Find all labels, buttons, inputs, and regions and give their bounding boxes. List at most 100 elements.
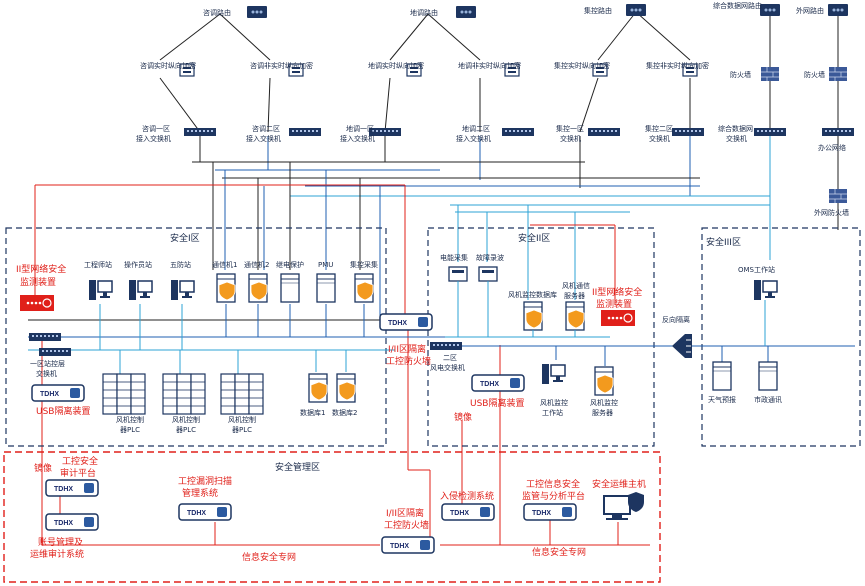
plc-rack-icon[interactable] [102,373,118,415]
server-icon[interactable] [316,273,336,303]
fault-recorder-icon[interactable] [478,266,498,282]
sw-central2-label-b: 交换机 [649,134,670,143]
plc-rack-icon[interactable] [190,373,206,415]
plc-rack-icon[interactable] [176,373,192,415]
ids-label: 入侵检测系统 [440,490,494,502]
workstation-icon[interactable] [170,279,195,301]
plc-rack-icon[interactable] [248,373,264,415]
ws-comm1-label: 通信机1 [212,260,237,269]
workstation-icon[interactable] [128,279,153,301]
z2-usb-label: USB隔离装置 [470,397,524,409]
enc-dispatch-nrt-label: 地调非实时纵向加密 [458,61,521,70]
plc-rack-icon[interactable] [234,373,250,415]
info-platform-label-a: 工控信息安全 [526,478,580,490]
wind-monitor-server-icon[interactable] [594,366,614,396]
sw-consult1-label-a: 咨调一区 [142,124,170,133]
switch-icon[interactable] [29,333,61,341]
sw-dispatch2-label-a: 地调二区 [462,124,490,133]
oms-label: OMS工作站 [738,265,775,274]
mgmt-firewall-device[interactable]: TDHX [381,536,435,554]
z2-usb-isolation[interactable]: TDHX [471,374,525,392]
z2-windcomm-label-b: 服务器 [564,291,585,300]
ops-host-icon[interactable] [603,492,644,520]
collector-server-icon[interactable] [354,273,374,303]
workstation-icon[interactable] [88,279,113,301]
ops-host-label: 安全运维主机 [592,478,646,490]
fw12-label-b: 工控防火墙 [386,355,431,367]
switch-icon[interactable] [754,128,786,136]
reverse-isolation-label: 反向隔离 [662,315,690,324]
sw-central2-label-a: 集控二区 [645,124,673,133]
z2-windws-label-b: 工作站 [542,408,563,417]
switch-icon[interactable] [672,128,704,136]
plc-rack-icon[interactable] [220,373,236,415]
server-icon[interactable] [280,273,300,303]
wind-db-server-icon[interactable] [523,301,543,331]
z2-monitor-label-b: 监测装置 [596,298,632,310]
database-server-icon[interactable] [336,373,356,403]
switch-icon[interactable] [39,348,71,356]
firewall-12-device[interactable]: TDHX [379,313,433,331]
account-audit-device[interactable]: TDHX [45,513,99,531]
firewall-icon[interactable] [760,66,780,82]
audit-label-b: 审计平台 [60,467,96,479]
z1-usb-isolation[interactable]: TDHX [31,384,85,402]
plc-rack-icon[interactable] [130,373,146,415]
info-platform-device[interactable]: TDHX [523,503,577,521]
ws-engineer-label: 工程师站 [84,260,112,269]
tdhx-logo: TDHX [40,391,59,398]
router-icon[interactable] [626,4,646,16]
switch-icon[interactable] [502,128,534,136]
weather-label: 天气预报 [708,395,736,404]
zone2-border [427,227,655,447]
router-icon[interactable] [247,6,267,18]
router-icon[interactable] [456,6,476,18]
router-icon[interactable] [760,4,780,16]
enc-consult-rt-label: 咨调实时纵向加密 [140,61,196,70]
fault-recorder-screen [482,270,494,273]
fw-external-label: 防火墙 [804,70,825,79]
router-central-label: 集控路由 [584,6,612,15]
market-server-icon[interactable] [758,361,778,391]
enc-consult-nrt-label: 咨调非实时纵向加密 [250,61,313,70]
switch-icon[interactable] [588,128,620,136]
firewall-icon[interactable] [828,188,848,204]
ids-device[interactable]: TDHX [441,503,495,521]
reverse-isolation-device[interactable] [672,334,692,358]
wan-links [159,11,839,318]
vuln-scan-device[interactable]: TDHX [178,503,232,521]
office-net-label: 办公网络 [818,143,846,152]
enc-dispatch-rt-label: 地调实时纵向加密 [368,61,424,70]
audit-platform-device[interactable]: TDHX [45,479,99,497]
router-icon[interactable] [828,4,848,16]
z2-item1-label: 电能采集 [440,253,468,262]
database-server-icon[interactable] [308,373,328,403]
wind-comm-server-icon[interactable] [565,301,585,331]
switch-icon[interactable] [430,342,462,350]
router-dispatch-label: 地调路由 [410,8,438,17]
ws-five-label: 五防站 [170,260,191,269]
comm-server-icon[interactable] [248,273,268,303]
comm-server-icon[interactable] [216,273,236,303]
z2-item2-label: 故障录波 [476,253,504,262]
security-monitor-device-icon[interactable] [600,309,636,327]
oms-workstation-icon[interactable] [753,279,778,301]
firewall-icon[interactable] [828,66,848,82]
switch-icon[interactable] [184,128,216,136]
tdhx-logo: TDHX [388,320,407,327]
switch-icon[interactable] [822,128,854,136]
account-label-b: 运维审计系统 [30,548,84,560]
tdhx-logo: TDHX [54,520,73,527]
plc-rack-icon[interactable] [162,373,178,415]
router-consult-label: 咨调路由 [203,8,231,17]
account-label-a: 账号管理及 [38,536,83,548]
z1-usb-label: USB隔离装置 [36,405,90,417]
weather-server-icon[interactable] [712,361,732,391]
z2-windws-label-a: 风机监控 [540,398,568,407]
sw-dispatch1-label-b: 接入交换机 [340,134,375,143]
energy-collector-icon[interactable] [448,266,468,282]
security-monitor-device-icon[interactable] [19,294,55,312]
plc-rack-icon[interactable] [116,373,132,415]
wind-monitor-workstation-icon[interactable] [541,363,566,385]
switch-icon[interactable] [289,128,321,136]
